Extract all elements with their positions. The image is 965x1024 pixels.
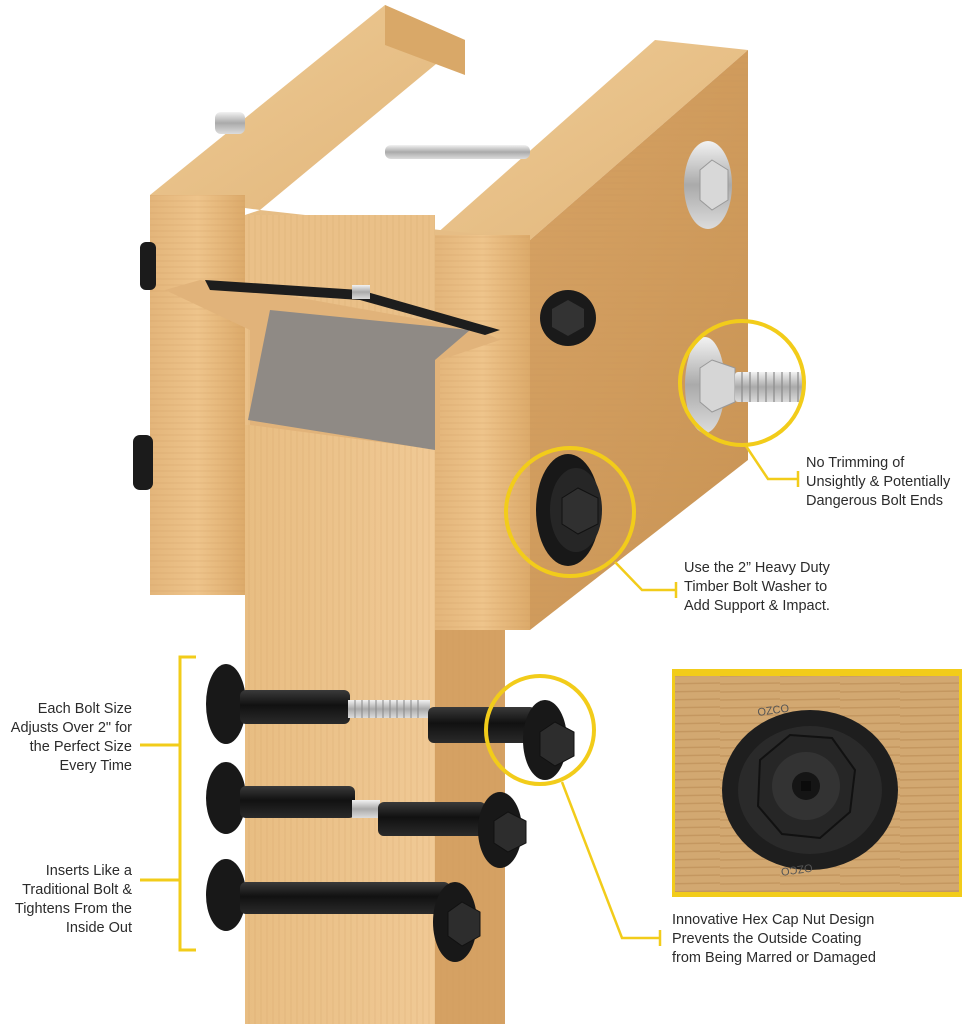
bracket-adjust <box>178 655 196 952</box>
leader-line-hex-cap <box>560 781 660 940</box>
traditional-bolt-bottom <box>206 859 481 962</box>
callout-circle-washer <box>504 446 636 578</box>
adjustable-bolt-middle <box>206 762 527 868</box>
timber-bolt-washer <box>536 454 602 566</box>
leader-line-bolt-end <box>744 445 798 481</box>
exposed-bolt-end-detail <box>685 337 803 433</box>
top-through-rod <box>215 112 530 159</box>
left-bolt-heads <box>133 242 156 490</box>
inset-photo-hex-cap-nut: OZCO OZCO <box>672 669 962 897</box>
inset-washer-text-bottom: OZCO <box>780 861 814 877</box>
callout-hex-cap-design: Innovative Hex Cap Nut Design Prevents t… <box>672 912 876 966</box>
callout-bolt-adjusts: Each Bolt Size Adjusts Over 2" for the P… <box>10 701 132 774</box>
inset-washer-text-top: OZCO <box>757 703 791 719</box>
leader-line-washer <box>614 561 676 592</box>
steel-hex-nut-top <box>684 141 732 229</box>
callout-timber-bolt-washer: Use the 2” Heavy Duty Timber Bolt Washer… <box>684 560 830 614</box>
callout-circle-bolt-end <box>678 319 806 447</box>
steel-bracket <box>165 280 500 450</box>
callout-circle-hex-cap <box>484 674 596 786</box>
callout-inserts-like-bolt: Inserts Like a Traditional Bolt & Tighte… <box>14 863 132 936</box>
adjustable-bolt-top <box>206 664 575 780</box>
hex-bolt-upper-right <box>540 290 596 346</box>
callout-no-trimming: No Trimming of Unsightly & Potentially D… <box>806 455 951 509</box>
